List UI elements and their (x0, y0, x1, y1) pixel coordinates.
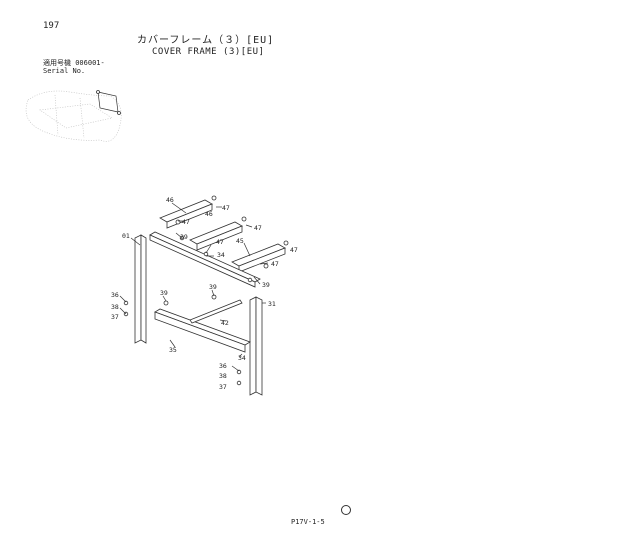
callout-47: 47 (222, 204, 230, 212)
left-upright-01 (134, 234, 147, 344)
callout-31: 31 (268, 300, 276, 308)
callout-39: 39 (180, 233, 188, 241)
title-japanese: カバーフレーム（３）[EU] (137, 35, 275, 46)
callout-34: 34 (238, 354, 246, 362)
callout-39: 39 (160, 289, 168, 297)
callout-46: 46 (166, 196, 174, 204)
callout-47: 47 (271, 260, 279, 268)
bolts (123, 195, 289, 386)
callout-46: 46 (205, 210, 213, 218)
callout-47: 47 (216, 238, 224, 246)
serial-label-english: Serial No. (43, 67, 86, 75)
callout-47: 47 (290, 246, 298, 254)
callout-39: 39 (262, 281, 270, 289)
callout-35: 35 (169, 346, 177, 354)
callout-01: 01 (122, 232, 130, 240)
callout-47: 47 (254, 224, 262, 232)
page-number: 197 (43, 21, 60, 31)
callout-42: 42 (221, 319, 229, 327)
callout-34: 34 (217, 251, 225, 259)
callout-37: 37 (111, 313, 119, 321)
right-upright-31 (249, 296, 263, 396)
callout-36: 36 (219, 362, 227, 370)
footer-code: P17V-1-5 (291, 518, 325, 526)
top-cross-beam (149, 231, 261, 288)
locator-thumbnail (25, 90, 122, 142)
title-english: COVER FRAME (3)[EU] (152, 47, 265, 57)
callout-37: 37 (219, 383, 227, 391)
serial-label-japanese: 適用号機 006001- (43, 59, 105, 67)
bottom-beam-35 (154, 308, 251, 353)
callout-47: 47 (182, 218, 190, 226)
callout-38: 38 (111, 303, 119, 311)
upper-bracket-46b (189, 221, 243, 251)
diagonal-brace-42 (189, 299, 243, 324)
callout-36: 36 (111, 291, 119, 299)
callout-labels: 46 47 46 47 47 39 47 01 34 45 47 47 39 3… (111, 196, 298, 391)
page-mark-icon (341, 505, 351, 515)
callout-39: 39 (209, 283, 217, 291)
callout-45: 45 (236, 237, 244, 245)
callout-38: 38 (219, 372, 227, 380)
leader-lines (119, 202, 269, 372)
